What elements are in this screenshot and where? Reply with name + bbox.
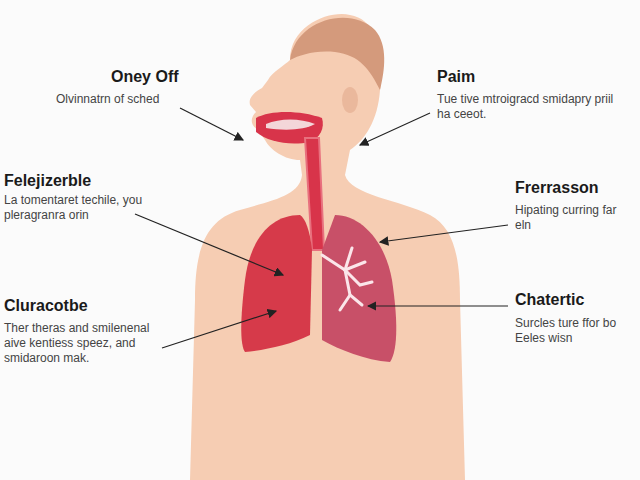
ear [342, 87, 358, 113]
callout-text: Olvinnatrn of sched [56, 92, 226, 107]
leader-lines [135, 108, 508, 348]
callout-heading: Felejizerble [4, 172, 91, 190]
bronchi [322, 248, 372, 310]
hair [290, 18, 384, 90]
callout-heading: Cluracotbe [4, 297, 88, 315]
callout-heading: Frerrasson [515, 179, 599, 197]
body-silhouette [190, 14, 465, 480]
callout-text: Ther theras and smilenenal aive kentiess… [4, 321, 162, 366]
left-lung [241, 215, 312, 352]
callout-text: La tomentaret techile, you pleragranra o… [4, 193, 144, 223]
callout-text: Hipating curring far eln [515, 203, 635, 233]
tongue [266, 120, 315, 130]
right-lung [322, 215, 396, 362]
callout-text: Surcles ture ffor bo Eeles wisn [515, 316, 633, 346]
callout-heading: Paim [437, 68, 475, 86]
callout-heading: Oney Off [111, 68, 179, 86]
callout-heading: Chatertic [515, 291, 584, 309]
callout-text: Tue tive mtroigracd smidapry priil ha ce… [437, 92, 627, 122]
